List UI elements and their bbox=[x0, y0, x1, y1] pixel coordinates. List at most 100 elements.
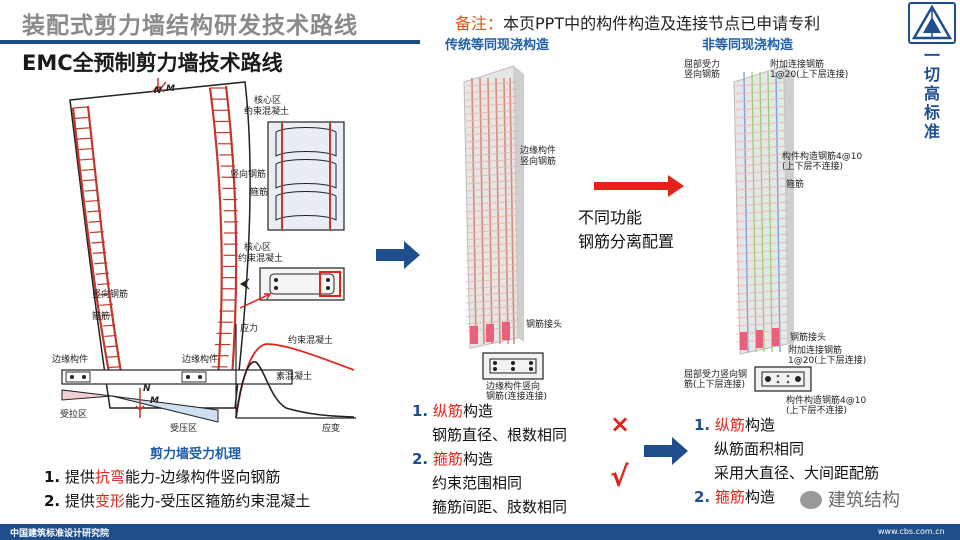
stirrup-line bbox=[99, 303, 113, 306]
label-right-bl-b: 筋(上下层连接) bbox=[684, 380, 746, 390]
tie-line bbox=[465, 207, 519, 213]
tie-line bbox=[465, 116, 519, 122]
rebar-line bbox=[751, 71, 757, 353]
stirrup-line bbox=[87, 210, 102, 213]
tie-line bbox=[465, 242, 519, 248]
label-right-joint: 钢筋接头 bbox=[790, 333, 827, 343]
shear-wall-diagram bbox=[61, 78, 293, 423]
label-right-stirrup: 箍筋 bbox=[786, 180, 805, 190]
arrow-right-icon-2 bbox=[644, 437, 688, 465]
tie-line bbox=[465, 263, 519, 269]
tie-line bbox=[465, 172, 519, 178]
right-point-1: 1. 纵筋构造 bbox=[694, 416, 775, 434]
cross-mark-icon: × bbox=[610, 410, 631, 438]
tie-line bbox=[465, 200, 519, 206]
wechat-icon bbox=[800, 491, 822, 509]
tie-line bbox=[465, 95, 519, 101]
stirrup-line bbox=[77, 137, 92, 140]
title-underline bbox=[0, 40, 420, 44]
rebar-line bbox=[767, 71, 773, 353]
left-point-1: 1. 提供抗弯能力-边缘构件竖向钢筋 bbox=[44, 468, 281, 486]
tie-line bbox=[465, 179, 519, 185]
label-right-mid-b: (上下层不连接) bbox=[782, 162, 844, 172]
right-stirrups bbox=[735, 81, 789, 343]
footer-url[interactable]: www.cbs.com.cn bbox=[878, 527, 945, 536]
page-title: 装配式剪力墙结构研发技术路线 bbox=[22, 13, 358, 39]
stirrup-line bbox=[90, 231, 104, 234]
label-edge-right: 边缘构件 bbox=[182, 355, 219, 365]
tie-line bbox=[465, 249, 519, 255]
traditional-wall-model bbox=[463, 65, 524, 349]
stirrup-line bbox=[95, 272, 109, 275]
tie-line bbox=[735, 305, 789, 311]
logo bbox=[908, 2, 956, 44]
label-section-mid: 边缘构件竖向 bbox=[486, 382, 541, 392]
label-tension-zone: 受拉区 bbox=[60, 410, 88, 420]
label-right-mid: 构件构造钢筋4@10 bbox=[782, 152, 863, 162]
core-detail-upper bbox=[267, 121, 345, 231]
label-moment-top: M bbox=[166, 84, 175, 94]
label-right-br: 构件构造钢筋4@10 bbox=[786, 396, 867, 406]
stirrup-line bbox=[74, 116, 90, 119]
label-right-tr-b: 1@20(上下层连接) bbox=[770, 70, 849, 80]
label-right-tl-b: 竖向钢筋 bbox=[684, 70, 721, 80]
label-vertical-bar-1: 竖向钢筋 bbox=[230, 170, 267, 180]
tie-line bbox=[465, 319, 519, 325]
tie-line bbox=[465, 193, 519, 199]
tie-line bbox=[735, 241, 789, 247]
tie-line bbox=[735, 201, 789, 207]
stress-strain-chart bbox=[235, 324, 356, 419]
stirrup-line bbox=[104, 334, 117, 338]
tie-line bbox=[735, 113, 789, 119]
rebar-line bbox=[743, 71, 749, 353]
stirrup-line bbox=[107, 355, 120, 358]
label-compression-zone: 受压区 bbox=[170, 424, 198, 434]
mid-point-2-sub-a: 约束范围相同 bbox=[432, 474, 523, 492]
tie-line bbox=[465, 235, 519, 241]
tie-line bbox=[735, 289, 789, 295]
label-section-mid-b: 钢筋(连接连接) bbox=[486, 392, 548, 402]
tie-line bbox=[735, 145, 789, 151]
label-vertical-bar-2: 竖向钢筋 bbox=[92, 290, 129, 300]
tie-line bbox=[735, 273, 789, 279]
tie-line bbox=[465, 256, 519, 262]
label-right-tr: 附加连接钢筋 bbox=[770, 60, 825, 70]
stirrup-line bbox=[98, 293, 112, 296]
stirrup-line bbox=[81, 168, 96, 171]
core-section-lower bbox=[240, 267, 345, 301]
stirrup-line bbox=[82, 179, 98, 182]
tie-line bbox=[735, 249, 789, 255]
stirrup-line bbox=[101, 314, 115, 317]
right-heading: 非等同现浇构造 bbox=[702, 38, 794, 53]
mid-stirrups bbox=[465, 81, 519, 332]
footer-bar bbox=[0, 524, 960, 540]
tie-line bbox=[735, 313, 789, 319]
mid-point-2: 2. 箍筋构造 bbox=[412, 450, 493, 468]
mechanism-title: 剪力墙受力机理 bbox=[150, 447, 242, 462]
check-mark-icon: √ bbox=[610, 460, 629, 493]
left-point-2: 2. 提供变形能力-受压区箍筋约束混凝土 bbox=[44, 492, 311, 510]
red-arrow-icon bbox=[594, 175, 684, 197]
tie-line bbox=[735, 97, 789, 103]
tie-line bbox=[735, 265, 789, 271]
left-stirrups bbox=[72, 106, 123, 379]
tie-line bbox=[735, 129, 789, 135]
stirrup-line bbox=[105, 345, 119, 348]
traditional-section bbox=[482, 352, 544, 380]
tie-line bbox=[735, 209, 789, 215]
non-equivalent-wall-model bbox=[733, 65, 794, 355]
tie-line bbox=[735, 281, 789, 287]
tie-line bbox=[735, 257, 789, 263]
tie-line bbox=[735, 121, 789, 127]
label-core-2b: 约束混凝土 bbox=[238, 254, 284, 264]
rebar-line bbox=[775, 71, 781, 353]
stirrup-line bbox=[75, 127, 91, 130]
tie-line bbox=[465, 81, 519, 87]
tie-line bbox=[735, 193, 789, 199]
label-edge-left: 边缘构件 bbox=[52, 355, 89, 365]
tie-line bbox=[465, 298, 519, 304]
tie-line bbox=[465, 144, 519, 150]
tie-line bbox=[735, 161, 789, 167]
stirrup-line bbox=[92, 251, 107, 254]
rebar-line bbox=[487, 77, 493, 345]
